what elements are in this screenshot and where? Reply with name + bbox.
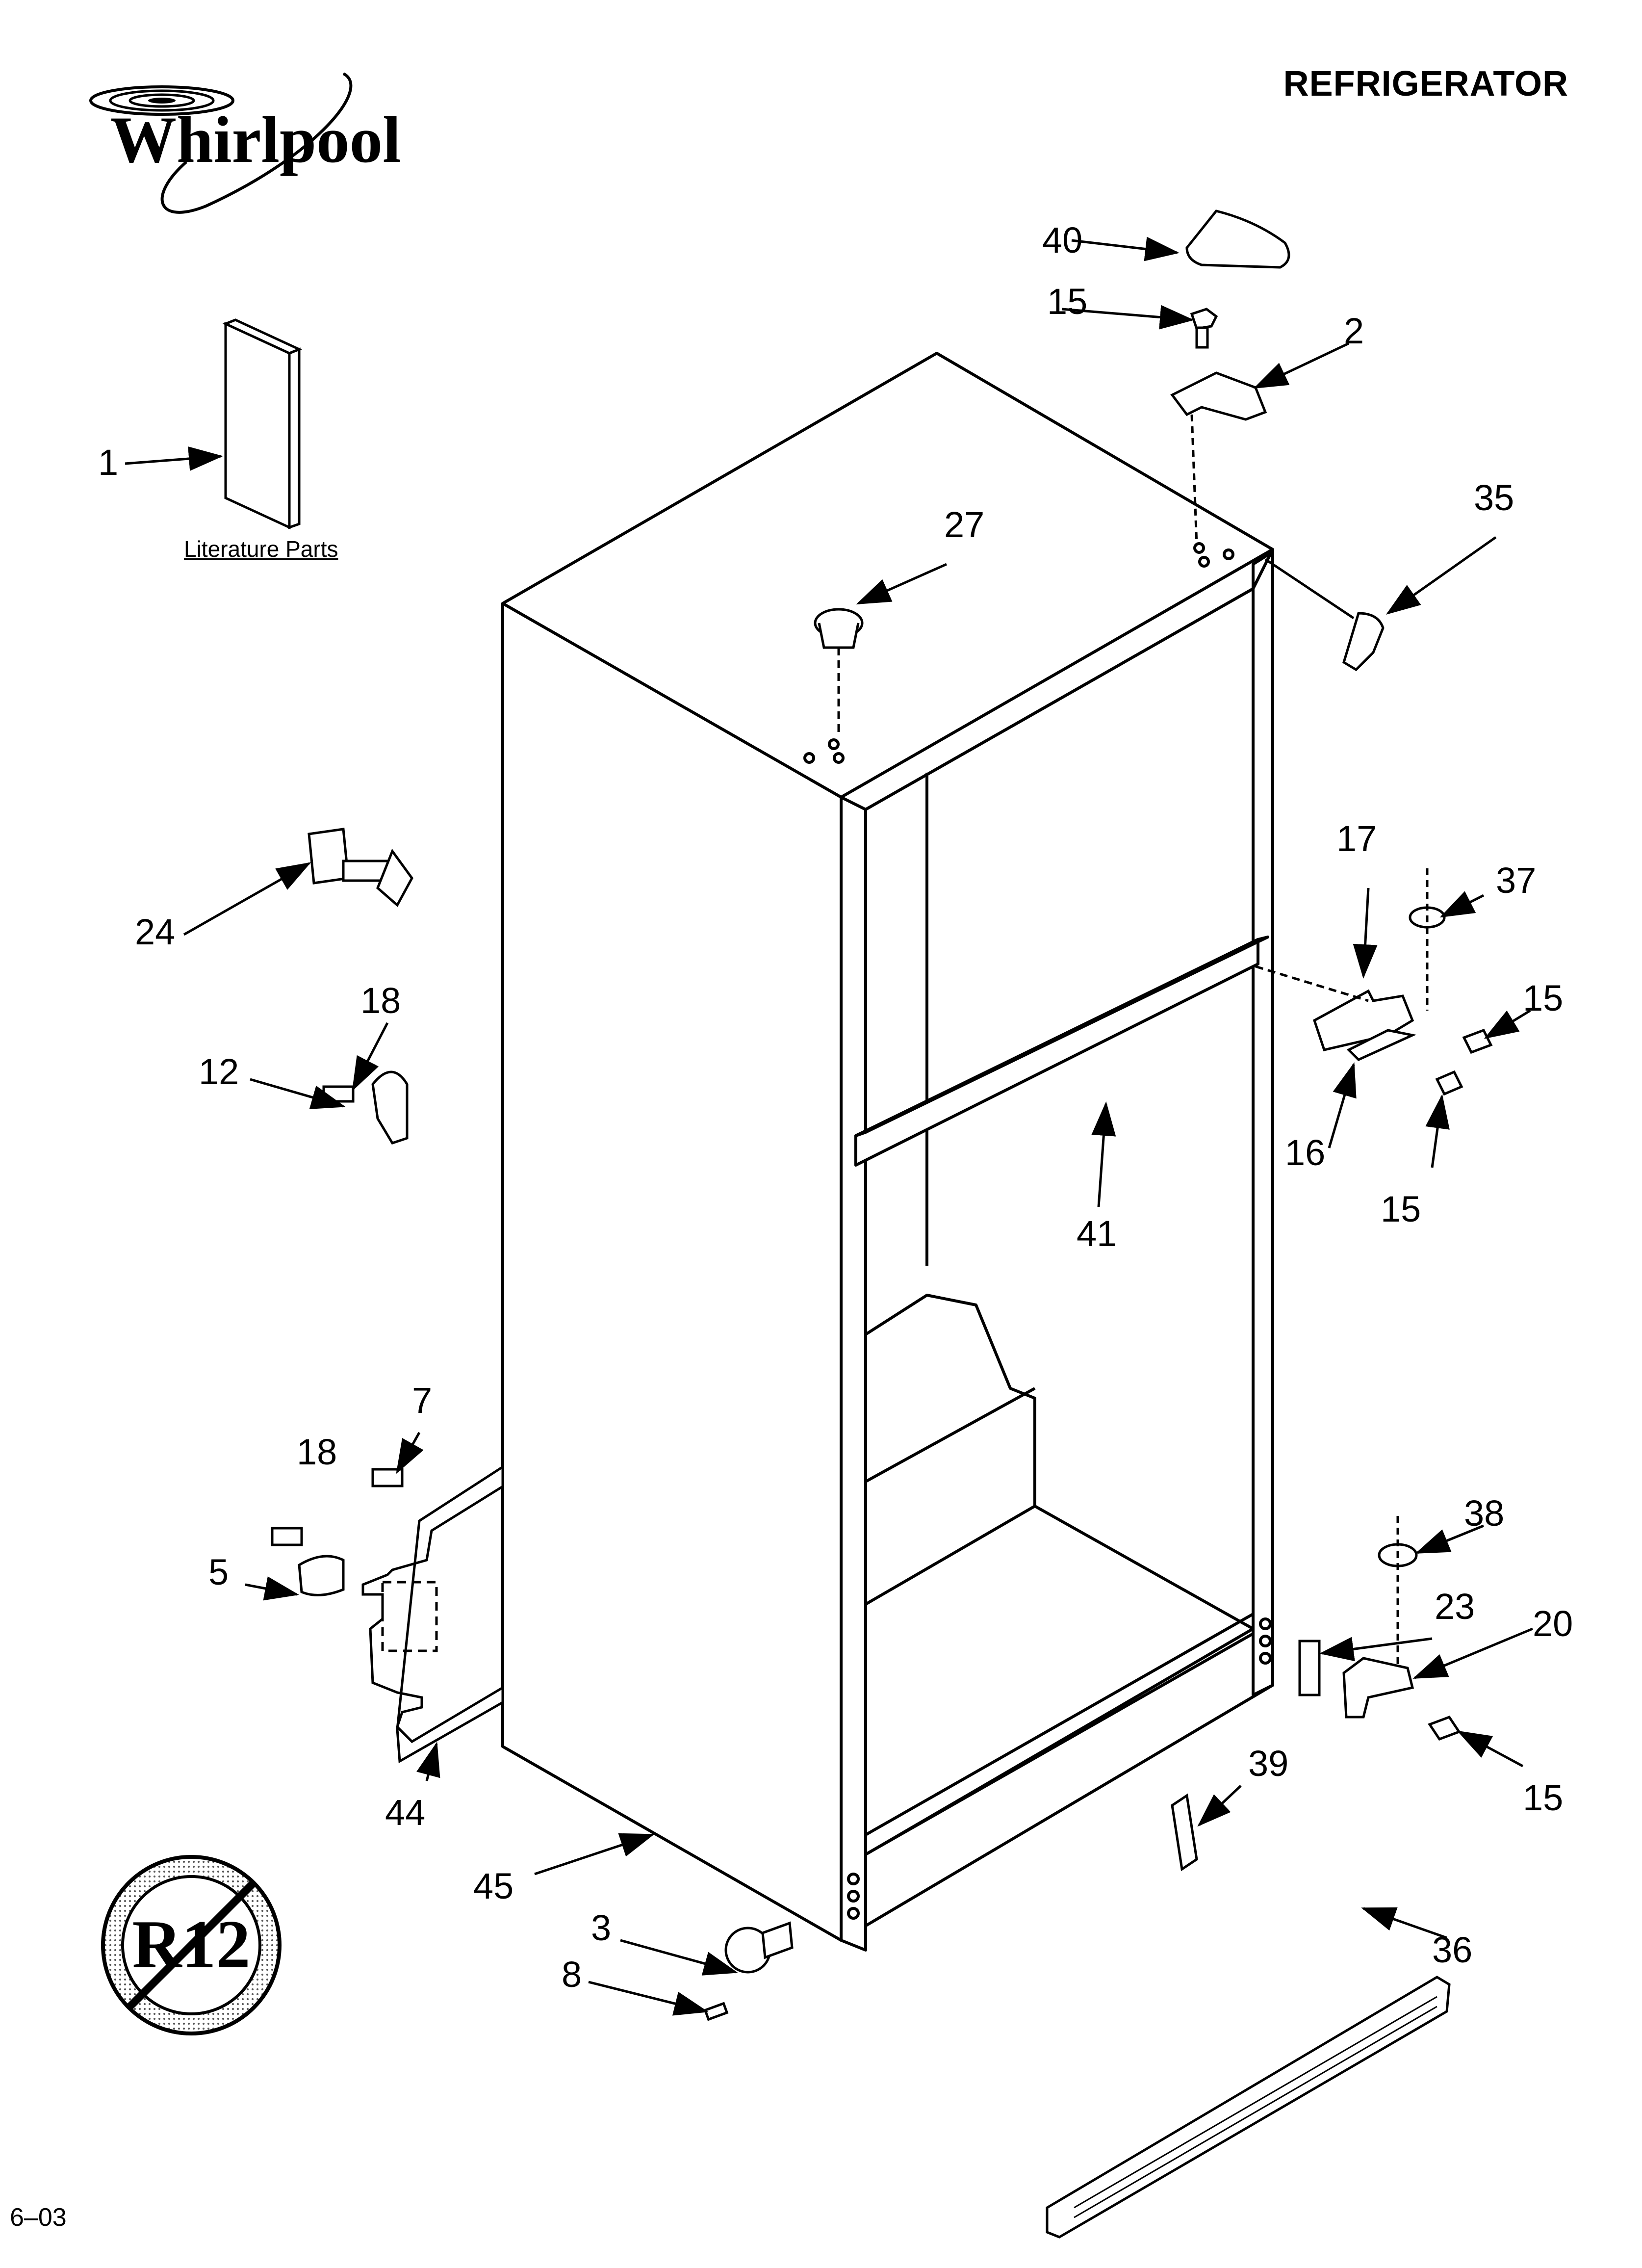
callout-15-top: 15 <box>1047 281 1087 322</box>
screw-part-18 <box>271 1527 303 1546</box>
callout-23: 23 <box>1435 1586 1475 1627</box>
literature-book-part <box>222 318 303 529</box>
callout-37: 37 <box>1496 860 1536 901</box>
callout-8: 8 <box>562 1954 582 1995</box>
callout-18-lower: 18 <box>297 1432 337 1472</box>
literature-parts-label: Literature Parts <box>184 536 338 562</box>
callout-labels: 1 2 3 5 7 8 12 15 16 17 18 20 23 24 27 3… <box>98 220 1573 1995</box>
refrigerator-cabinet <box>501 352 1274 1952</box>
callout-45: 45 <box>473 1866 513 1906</box>
diagram-title: REFRIGERATOR <box>1283 64 1568 104</box>
leveling-leg-part <box>308 828 413 907</box>
brand-wordmark: Whirlpool <box>110 104 401 177</box>
hinge-shim-part <box>1298 1640 1321 1696</box>
callout-15-mid-upper: 15 <box>1523 978 1563 1018</box>
bottom-hinge-part <box>1342 1657 1414 1719</box>
callout-36: 36 <box>1432 1929 1472 1970</box>
hinge-cover-part <box>1185 209 1290 269</box>
callout-16: 16 <box>1285 1132 1325 1173</box>
callout-3: 3 <box>591 1907 611 1948</box>
cabinet-clip-part <box>1342 612 1385 672</box>
callout-arrows <box>125 236 1533 2016</box>
callout-18-upper: 18 <box>360 980 401 1021</box>
screw-part-15c <box>1428 1715 1461 1741</box>
callout-24: 24 <box>135 912 175 952</box>
callout-5: 5 <box>208 1552 229 1592</box>
callout-39: 39 <box>1248 1743 1288 1784</box>
toe-grille-part <box>1046 1976 1451 2239</box>
rear-bracket-part <box>361 1464 504 1764</box>
callout-20: 20 <box>1533 1603 1573 1644</box>
callout-27: 27 <box>944 504 984 545</box>
no-r12-badge: R12 <box>101 1855 282 2035</box>
tube-clamp-part <box>298 1555 345 1596</box>
callout-7: 7 <box>412 1380 432 1421</box>
clamp-part <box>322 1070 409 1145</box>
callout-1: 1 <box>98 442 118 483</box>
top-hinge-part <box>1170 371 1267 421</box>
callout-40: 40 <box>1042 220 1082 261</box>
screw-part-8 <box>703 2002 729 2021</box>
callout-15-bottom: 15 <box>1523 1777 1563 1818</box>
callout-15-mid-lower: 15 <box>1381 1189 1421 1229</box>
screw-part-15a <box>1462 1028 1493 1054</box>
callout-44: 44 <box>385 1792 425 1833</box>
callout-35: 35 <box>1474 477 1514 518</box>
callout-2: 2 <box>1344 311 1364 351</box>
hinge-screw-part <box>1190 308 1218 349</box>
whirlpool-logo: Whirlpool <box>89 72 401 214</box>
callout-38: 38 <box>1464 1493 1504 1534</box>
callout-12: 12 <box>199 1051 239 1092</box>
revision-code: 6–03 <box>10 2203 67 2232</box>
callout-17: 17 <box>1336 818 1377 859</box>
callout-41: 41 <box>1077 1213 1117 1254</box>
screw-part-15b <box>1435 1070 1463 1096</box>
grille-clip-part <box>1171 1793 1198 1872</box>
